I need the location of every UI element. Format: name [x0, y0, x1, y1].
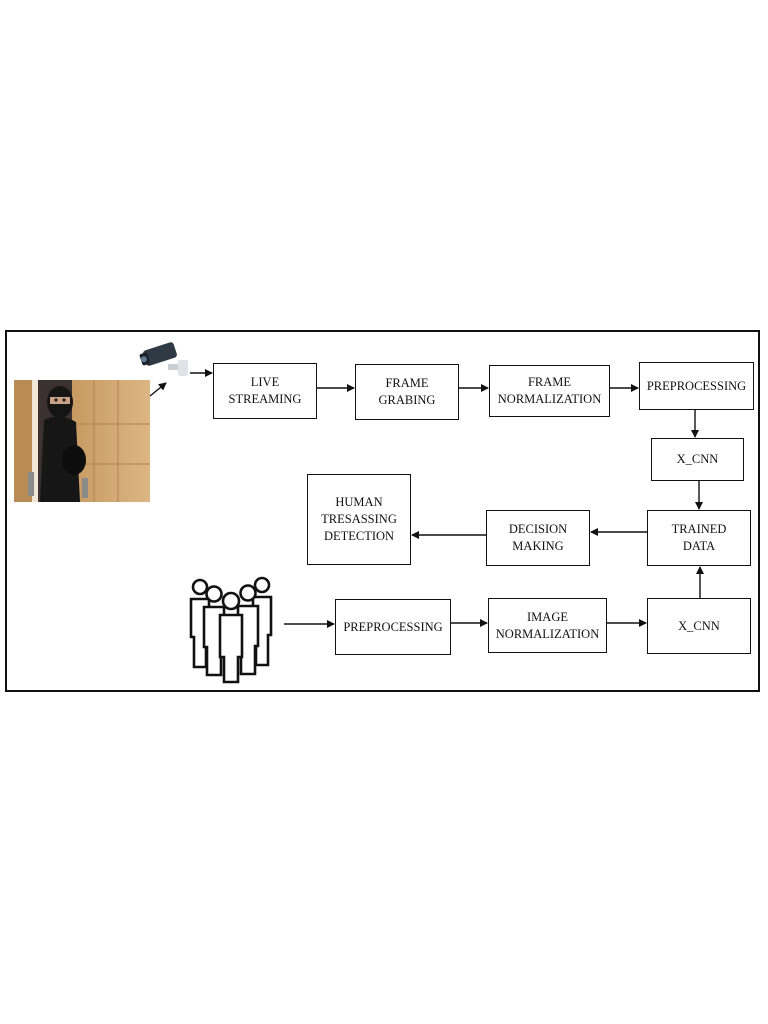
- x-cnn-bottom-box: X_CNN: [647, 598, 751, 654]
- live-streaming-box: LIVE STREAMING: [213, 363, 317, 419]
- image-normalization-box: IMAGE NORMALIZATION: [488, 598, 607, 653]
- decision-making-box: DECISION MAKING: [486, 510, 590, 566]
- group-of-people-icon: [189, 576, 273, 684]
- preprocessing-top-box: PREPROCESSING: [639, 362, 754, 410]
- frame-normalization-box: FRAME NORMALIZATION: [489, 365, 610, 417]
- x-cnn-top-box: X_CNN: [651, 438, 744, 481]
- preprocessing-bottom-box: PREPROCESSING: [335, 599, 451, 655]
- trained-data-box: TRAINED DATA: [647, 510, 751, 566]
- diagram-frame: [5, 330, 760, 692]
- intruder-photo: [14, 380, 150, 502]
- frame-grabbing-box: FRAME GRABING: [355, 364, 459, 420]
- human-trespassing-detection-box: HUMAN TRESASSING DETECTION: [307, 474, 411, 565]
- cctv-camera-icon: [139, 342, 188, 376]
- arrow-thief-to-camera: [149, 382, 167, 397]
